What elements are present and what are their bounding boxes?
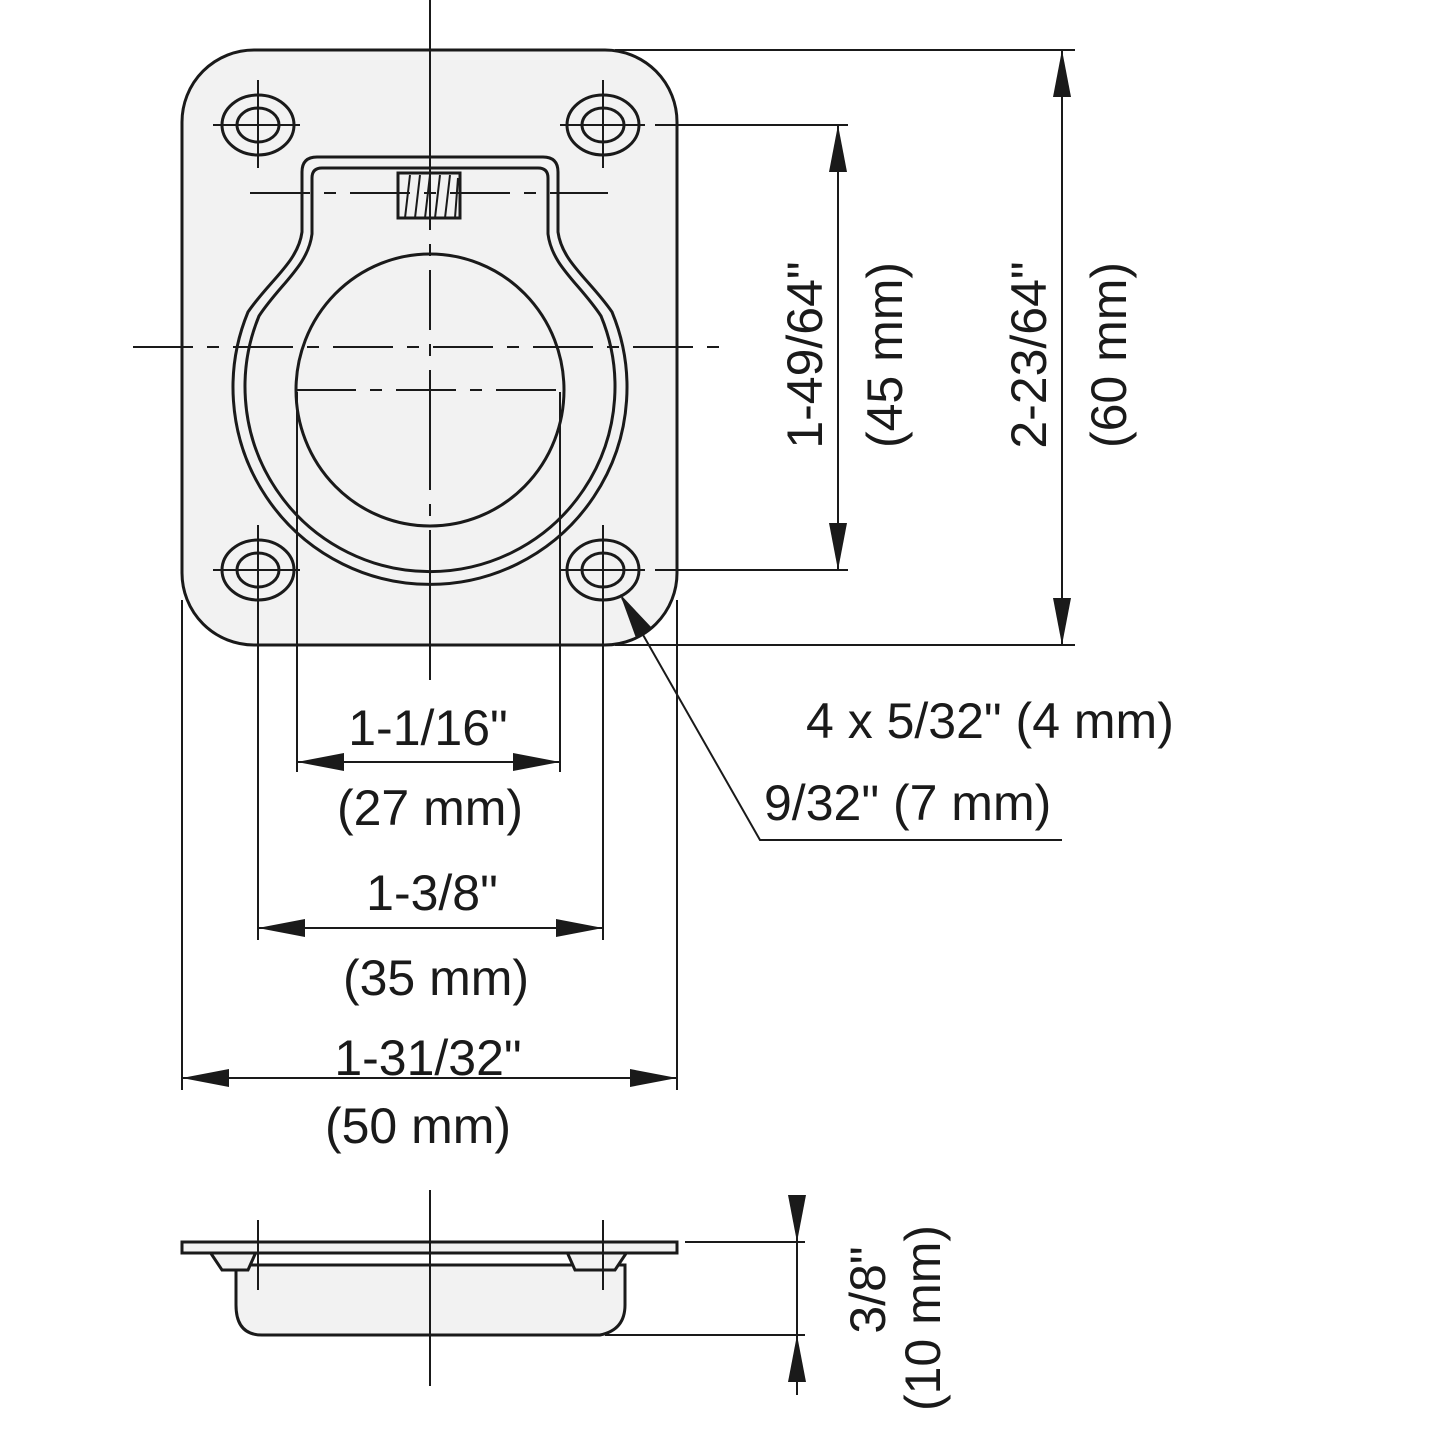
dim-hole-spacing-horizontal-metric: (35 mm) (343, 950, 529, 1006)
dim-overall-width-metric: (50 mm) (325, 1098, 511, 1154)
dim-overall-height: 2-23/64" (60 mm) (615, 49, 1137, 646)
dim-overall-height-metric: (60 mm) (1081, 262, 1137, 448)
hole-callout: 4 x 5/32" (4 mm) 9/32" (7 mm) (620, 594, 1174, 841)
dim-ring-width-imperial: 1-1/16" (348, 700, 508, 756)
hole-bottom-left (213, 525, 300, 615)
ring-handle-inner (243, 166, 617, 574)
dim-hole-spacing-horizontal: 1-3/8" (35 mm) (257, 610, 604, 1006)
dim-ring-width-metric: (27 mm) (337, 780, 523, 836)
hole-bottom-right (560, 525, 645, 615)
dim-hole-spacing-vertical-imperial: 1-49/64" (777, 261, 833, 448)
spring-icon (396, 171, 462, 220)
hole-top-left (213, 80, 300, 168)
hole-callout-line1: 4 x 5/32" (4 mm) (806, 693, 1174, 749)
dim-depth-imperial: 3/8" (840, 1246, 896, 1333)
dim-overall-width: 1-31/32" (50 mm) (181, 600, 678, 1154)
dim-hole-spacing-vertical-metric: (45 mm) (857, 262, 913, 448)
hole-callout-line2: 9/32" (7 mm) (764, 775, 1051, 831)
side-view (180, 1190, 679, 1386)
dim-hole-spacing-vertical: 1-49/64" (45 mm) (655, 124, 913, 571)
hole-top-right (560, 80, 645, 168)
dim-depth-metric: (10 mm) (895, 1225, 951, 1411)
dim-overall-height-imperial: 2-23/64" (1001, 261, 1057, 448)
mounting-holes (213, 80, 645, 615)
dim-overall-width-imperial: 1-31/32" (334, 1030, 521, 1086)
dim-hole-spacing-horizontal-imperial: 1-3/8" (366, 865, 498, 921)
dim-ring-width: 1-1/16" (27 mm) (296, 392, 561, 836)
dim-depth: 3/8" (10 mm) (605, 1195, 951, 1411)
ring-handle-outer (231, 155, 629, 586)
